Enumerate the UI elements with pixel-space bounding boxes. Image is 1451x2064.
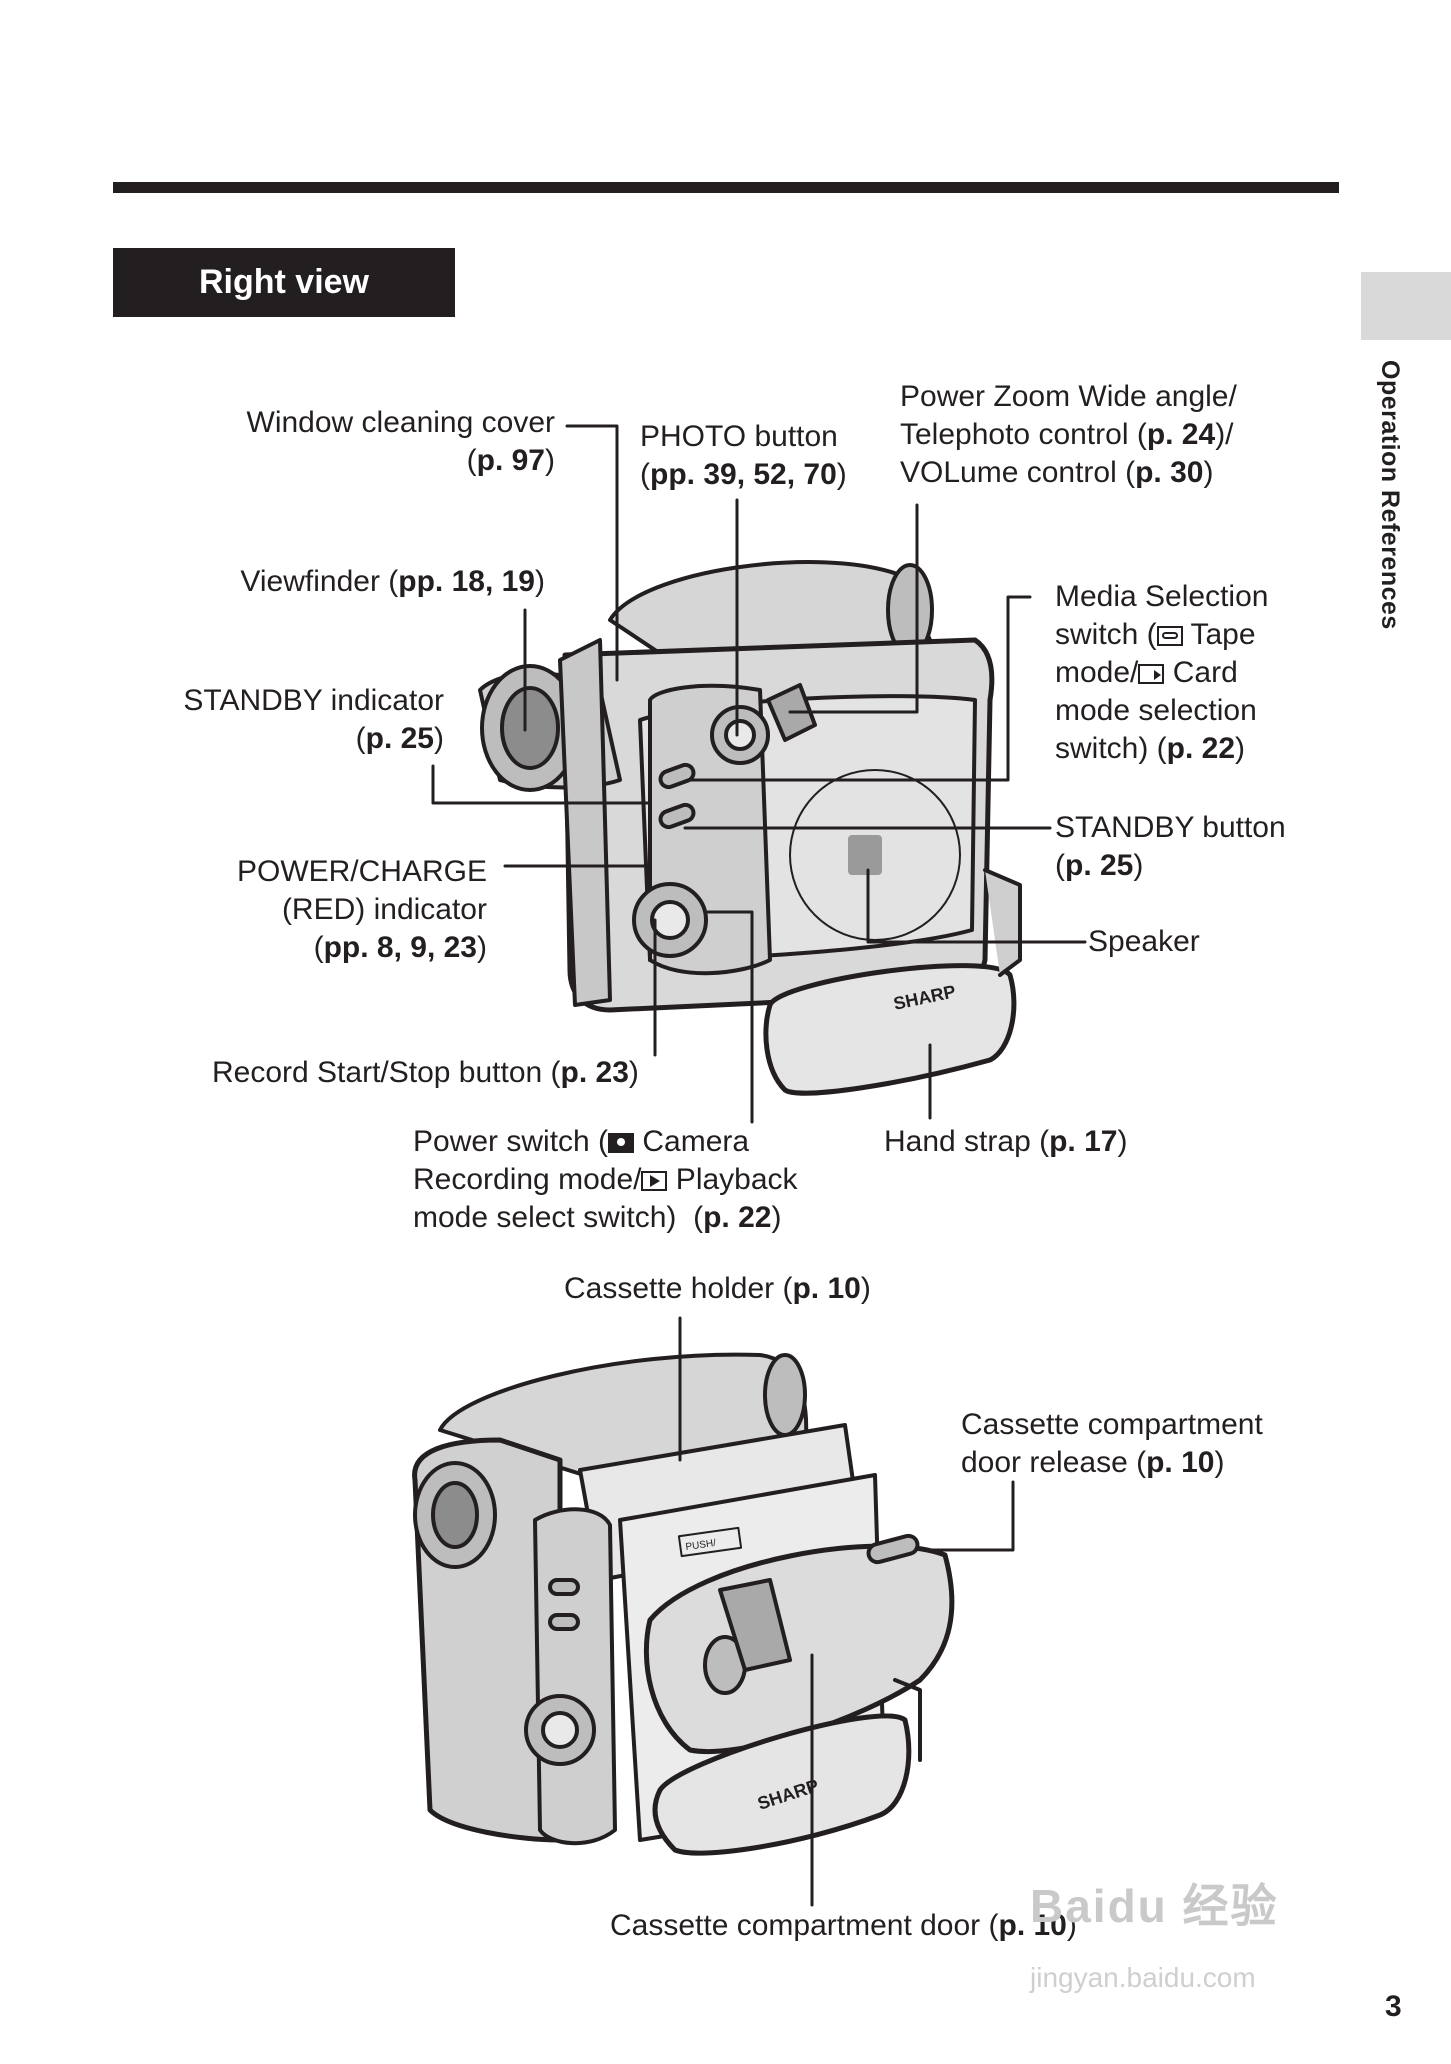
top-rule xyxy=(113,182,1339,193)
label-viewfinder: Viewfinder (pp. 18, 19) xyxy=(240,565,545,598)
playback-icon xyxy=(641,1171,668,1191)
label-media-selection: Media Selection switch ( Tape mode/ Card… xyxy=(1055,580,1269,765)
label-speaker: Speaker xyxy=(1088,925,1200,958)
label-compartment-door: Cassette compartment door (p. 10) xyxy=(610,1909,1077,1942)
camcorder-cassette-open xyxy=(412,1352,955,1856)
label-cassette-holder: Cassette holder (p. 10) xyxy=(564,1272,871,1305)
label-power-zoom: Power Zoom Wide angle/Telephoto control … xyxy=(900,380,1237,489)
label-window-cleaning-cover: Window cleaning cover(p. 97) xyxy=(246,406,555,477)
card-icon xyxy=(1138,664,1165,684)
label-power-switch: Power switch ( Camera Recording mode/ Pl… xyxy=(413,1125,798,1234)
label-record-button: Record Start/Stop button (p. 23) xyxy=(212,1056,639,1089)
watermark-logo: Baidu 经验 xyxy=(1030,1880,1279,1932)
leader-lines xyxy=(431,424,1087,1907)
label-standby-button: STANDBY button(p. 25) xyxy=(1055,811,1286,882)
page-number: 3 xyxy=(1385,1990,1402,2023)
label-photo-button: PHOTO button(pp. 39, 52, 70) xyxy=(640,420,847,491)
camcorder-right-view xyxy=(478,560,1022,1096)
camera-icon xyxy=(608,1133,635,1153)
tape-icon xyxy=(1156,626,1183,646)
label-power-charge: POWER/CHARGE(RED) indicator(pp. 8, 9, 23… xyxy=(236,855,487,964)
watermark-url: jingyan.baidu.com xyxy=(1030,1962,1256,1993)
label-hand-strap: Hand strap (p. 17) xyxy=(884,1125,1128,1158)
push-label: PUSH/ xyxy=(685,1538,717,1553)
side-tab xyxy=(1361,272,1451,340)
label-standby-indicator: STANDBY indicator(p. 25) xyxy=(183,684,444,755)
section-title: Right view xyxy=(113,248,455,317)
